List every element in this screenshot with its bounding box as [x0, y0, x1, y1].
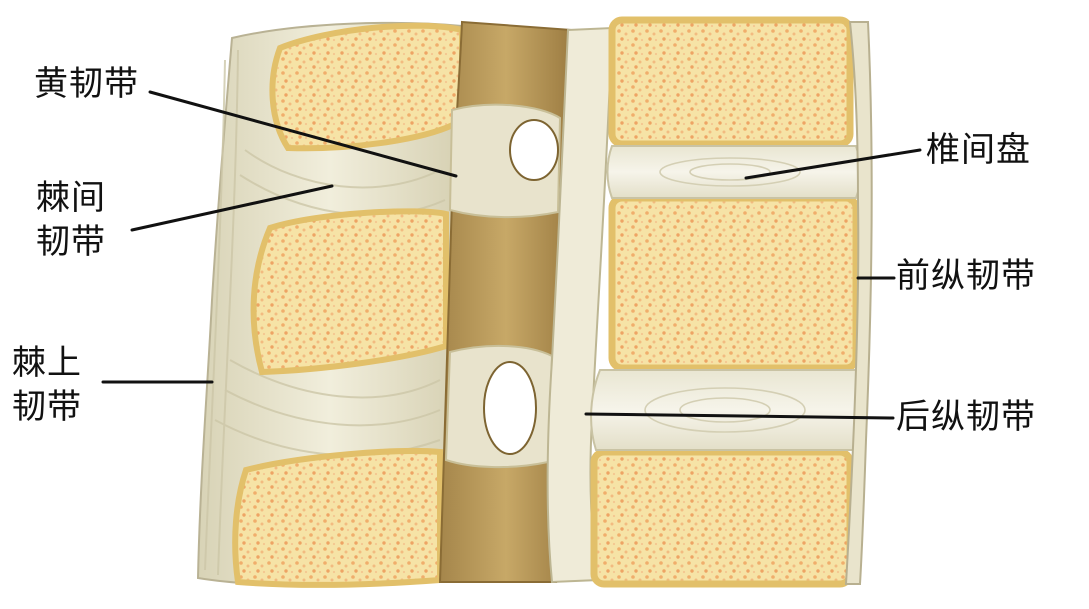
vertebral-body-1 — [612, 20, 850, 144]
spinous-process-1 — [272, 26, 462, 149]
spinous-process-2 — [254, 211, 446, 372]
label-interspinous-line2: 韧带 — [36, 220, 106, 264]
label-interspinous-line1: 棘间 — [36, 176, 106, 220]
label-intervertebral-disc: 椎间盘 — [926, 128, 1031, 172]
label-anterior-longitudinal-ligament: 前纵韧带 — [896, 254, 1036, 298]
label-anterior-longitudinal-text: 前纵韧带 — [896, 254, 1036, 298]
vertebral-body-3 — [594, 452, 850, 584]
label-interspinous-ligament: 棘间 韧带 — [36, 176, 106, 264]
label-ligamentum-flavum: 黄韧带 — [34, 62, 139, 106]
label-intervertebral-disc-text: 椎间盘 — [926, 128, 1031, 172]
vertebral-body-2 — [612, 198, 856, 368]
intervertebral-foramen-lower — [484, 362, 536, 454]
label-supraspinous-line2: 韧带 — [12, 385, 82, 429]
label-posterior-longitudinal-text: 后纵韧带 — [896, 395, 1036, 439]
spinous-process-3 — [235, 451, 440, 585]
label-supraspinous-line1: 棘上 — [12, 341, 82, 385]
intervertebral-disc-2 — [591, 370, 862, 450]
label-ligamentum-flavum-text: 黄韧带 — [34, 62, 139, 106]
intervertebral-disc-1 — [608, 146, 861, 198]
label-supraspinous-ligament: 棘上 韧带 — [12, 341, 82, 429]
intervertebral-foramen-upper — [510, 120, 558, 180]
label-posterior-longitudinal-ligament: 后纵韧带 — [896, 395, 1036, 439]
